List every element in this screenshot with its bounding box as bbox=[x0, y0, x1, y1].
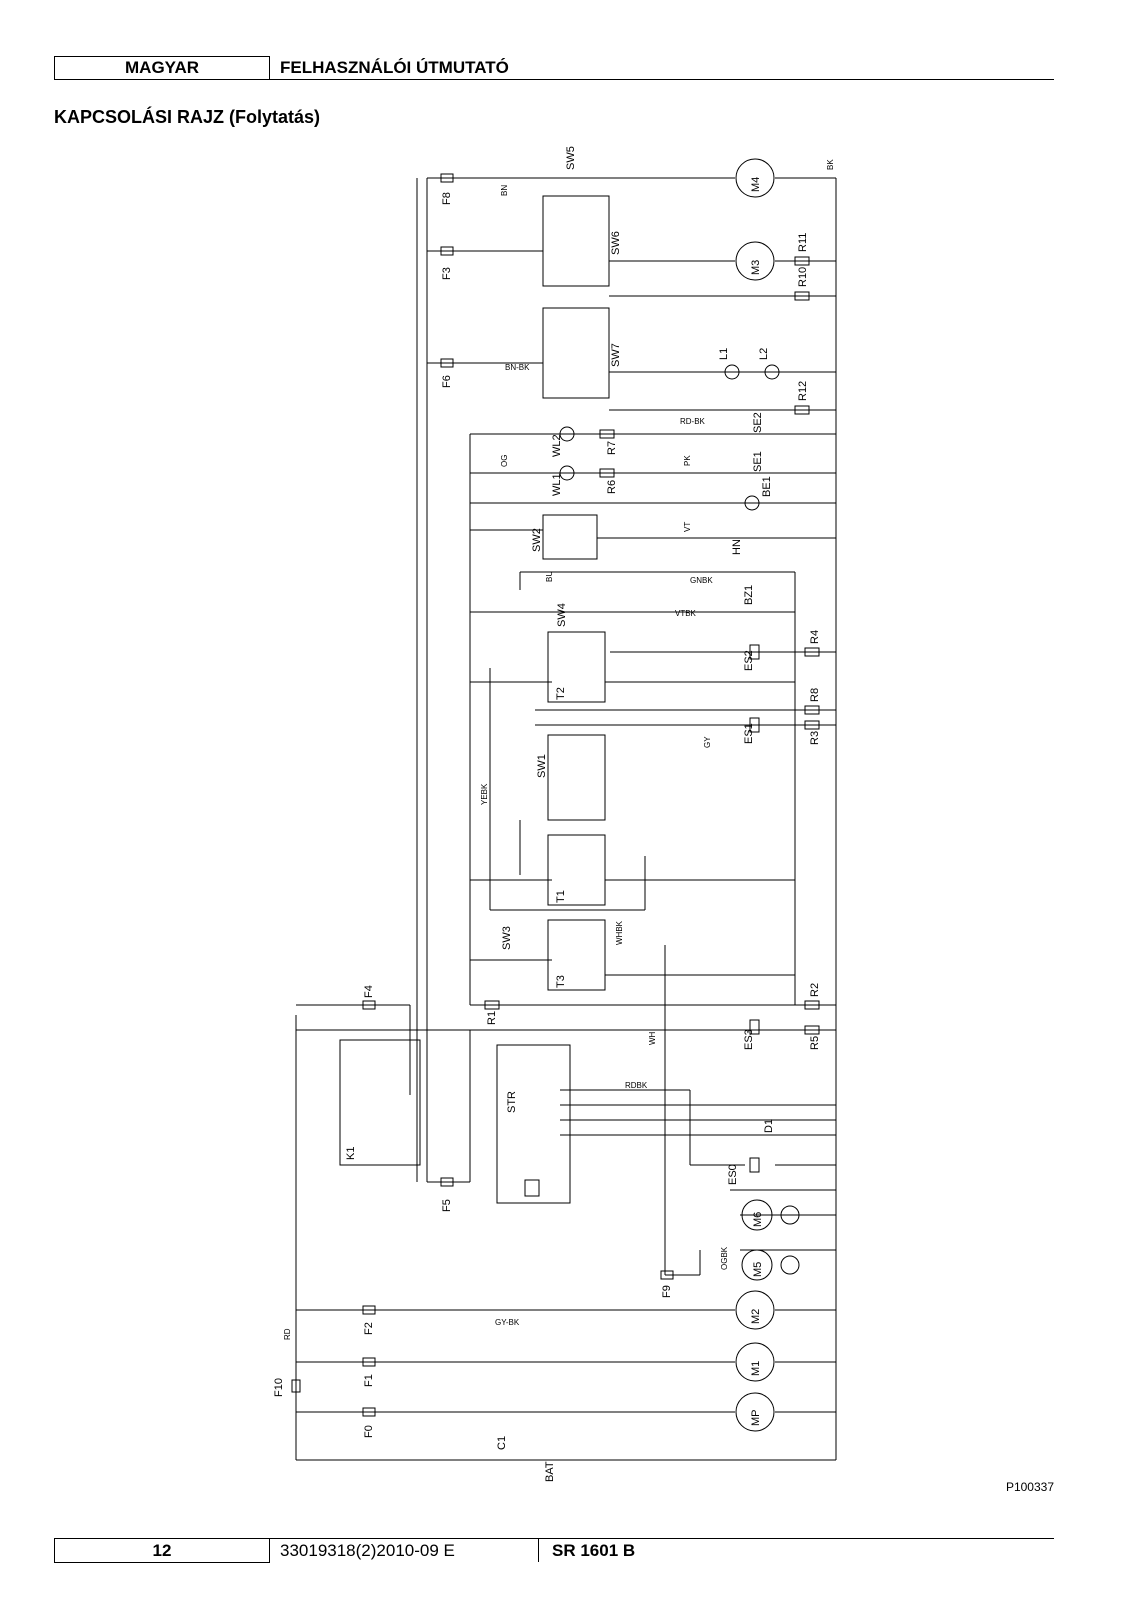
svg-text:R8: R8 bbox=[809, 688, 821, 702]
header-rule bbox=[54, 79, 1054, 80]
svg-text:ES0: ES0 bbox=[727, 1164, 739, 1185]
svg-text:M1: M1 bbox=[750, 1361, 762, 1376]
svg-text:RDBK: RDBK bbox=[625, 1081, 648, 1090]
header-title: FELHASZNÁLÓI ÚTMUTATÓ bbox=[280, 58, 509, 77]
svg-text:BE1: BE1 bbox=[761, 476, 773, 497]
diagram-wires bbox=[295, 177, 837, 1461]
svg-text:WH: WH bbox=[648, 1031, 657, 1045]
svg-text:L1: L1 bbox=[718, 348, 730, 360]
svg-text:R4: R4 bbox=[809, 630, 821, 644]
svg-text:F4: F4 bbox=[363, 985, 375, 998]
svg-text:F1: F1 bbox=[363, 1374, 375, 1387]
svg-text:YEBK: YEBK bbox=[480, 783, 489, 805]
footer-separator bbox=[538, 1538, 539, 1562]
svg-text:R12: R12 bbox=[797, 381, 809, 401]
svg-text:BU: BU bbox=[545, 571, 554, 582]
svg-text:SW2: SW2 bbox=[531, 528, 543, 552]
header-language: MAGYAR bbox=[125, 58, 199, 77]
svg-text:T2: T2 bbox=[555, 687, 567, 700]
svg-text:F2: F2 bbox=[363, 1322, 375, 1335]
svg-text:SW1: SW1 bbox=[536, 754, 548, 778]
svg-text:OGBK: OGBK bbox=[720, 1246, 729, 1270]
model-name: SR 1601 B bbox=[552, 1541, 636, 1560]
svg-text:M5: M5 bbox=[752, 1262, 764, 1277]
svg-text:R3: R3 bbox=[809, 731, 821, 745]
document-code: 33019318(2)2010-09 E bbox=[280, 1541, 455, 1560]
svg-text:K1: K1 bbox=[345, 1147, 357, 1160]
svg-text:GY-BK: GY-BK bbox=[495, 1318, 520, 1327]
svg-text:WHBK: WHBK bbox=[615, 920, 624, 945]
footer-page-box bbox=[54, 1538, 270, 1563]
page-number: 12 bbox=[152, 1541, 172, 1560]
svg-text:R7: R7 bbox=[606, 441, 618, 455]
svg-text:PK: PK bbox=[683, 455, 692, 466]
svg-text:F3: F3 bbox=[441, 267, 453, 280]
svg-text:ES1: ES1 bbox=[743, 723, 755, 744]
diagram-components bbox=[291, 158, 820, 1432]
svg-text:L2: L2 bbox=[758, 348, 770, 360]
svg-text:F9: F9 bbox=[661, 1285, 673, 1298]
svg-text:F8: F8 bbox=[441, 192, 453, 205]
svg-text:F0: F0 bbox=[363, 1425, 375, 1438]
svg-text:R1: R1 bbox=[486, 1011, 498, 1025]
diagram-wire-colors: BN BK BN-BK RD-BK OG PK VT GNBK BU VTBK … bbox=[283, 159, 835, 1340]
svg-text:VT: VT bbox=[683, 522, 692, 532]
svg-text:GNBK: GNBK bbox=[690, 576, 713, 585]
svg-text:SW4: SW4 bbox=[556, 603, 568, 627]
svg-text:F5: F5 bbox=[441, 1199, 453, 1212]
svg-text:F6: F6 bbox=[441, 375, 453, 388]
svg-text:R5: R5 bbox=[809, 1036, 821, 1050]
svg-text:R6: R6 bbox=[606, 480, 618, 494]
svg-text:GY: GY bbox=[703, 736, 712, 748]
svg-text:SW3: SW3 bbox=[501, 926, 513, 950]
header-language-box bbox=[54, 56, 270, 79]
svg-text:BN-BK: BN-BK bbox=[505, 363, 530, 372]
svg-text:OG: OG bbox=[500, 455, 509, 467]
diagram-labels: SW5 SW6 SW7 SW2 SW4 SW1 SW3 M4 M3 M2 M1 … bbox=[273, 146, 821, 1482]
svg-text:STR: STR bbox=[506, 1091, 518, 1113]
svg-text:T3: T3 bbox=[555, 975, 567, 988]
figure-code: P100337 bbox=[1005, 1480, 1054, 1494]
section-title: KAPCSOLÁSI RAJZ (Folytatás) bbox=[54, 107, 321, 127]
svg-text:R2: R2 bbox=[809, 983, 821, 997]
svg-text:F10: F10 bbox=[273, 1378, 285, 1397]
svg-text:C1: C1 bbox=[496, 1436, 508, 1450]
svg-text:R10: R10 bbox=[797, 267, 809, 287]
svg-text:M6: M6 bbox=[752, 1212, 764, 1227]
svg-text:SE1: SE1 bbox=[752, 451, 764, 472]
svg-text:RD-BK: RD-BK bbox=[680, 417, 706, 426]
svg-text:SW5: SW5 bbox=[565, 146, 577, 170]
svg-text:HN: HN bbox=[731, 539, 743, 555]
svg-text:ES2: ES2 bbox=[743, 650, 755, 671]
svg-text:SW6: SW6 bbox=[610, 231, 622, 255]
svg-text:M2: M2 bbox=[750, 1309, 762, 1324]
svg-text:R11: R11 bbox=[797, 233, 809, 252]
svg-text:BZ1: BZ1 bbox=[743, 585, 755, 605]
svg-text:SE2: SE2 bbox=[752, 412, 764, 433]
svg-text:VTBK: VTBK bbox=[675, 609, 697, 618]
svg-text:BK: BK bbox=[826, 159, 835, 170]
svg-text:WL1: WL1 bbox=[551, 473, 563, 496]
svg-text:M3: M3 bbox=[750, 260, 762, 275]
svg-text:RD: RD bbox=[283, 1328, 292, 1340]
svg-text:WL2: WL2 bbox=[551, 434, 563, 457]
svg-text:SW7: SW7 bbox=[610, 343, 622, 367]
svg-text:T1: T1 bbox=[555, 890, 567, 903]
svg-text:MP: MP bbox=[750, 1410, 762, 1427]
svg-text:ES3: ES3 bbox=[743, 1029, 755, 1050]
footer-rule bbox=[54, 1538, 1054, 1539]
svg-text:BAT: BAT bbox=[544, 1461, 556, 1482]
svg-text:D1: D1 bbox=[763, 1119, 775, 1133]
svg-text:M4: M4 bbox=[750, 177, 762, 192]
svg-text:BN: BN bbox=[500, 185, 509, 196]
